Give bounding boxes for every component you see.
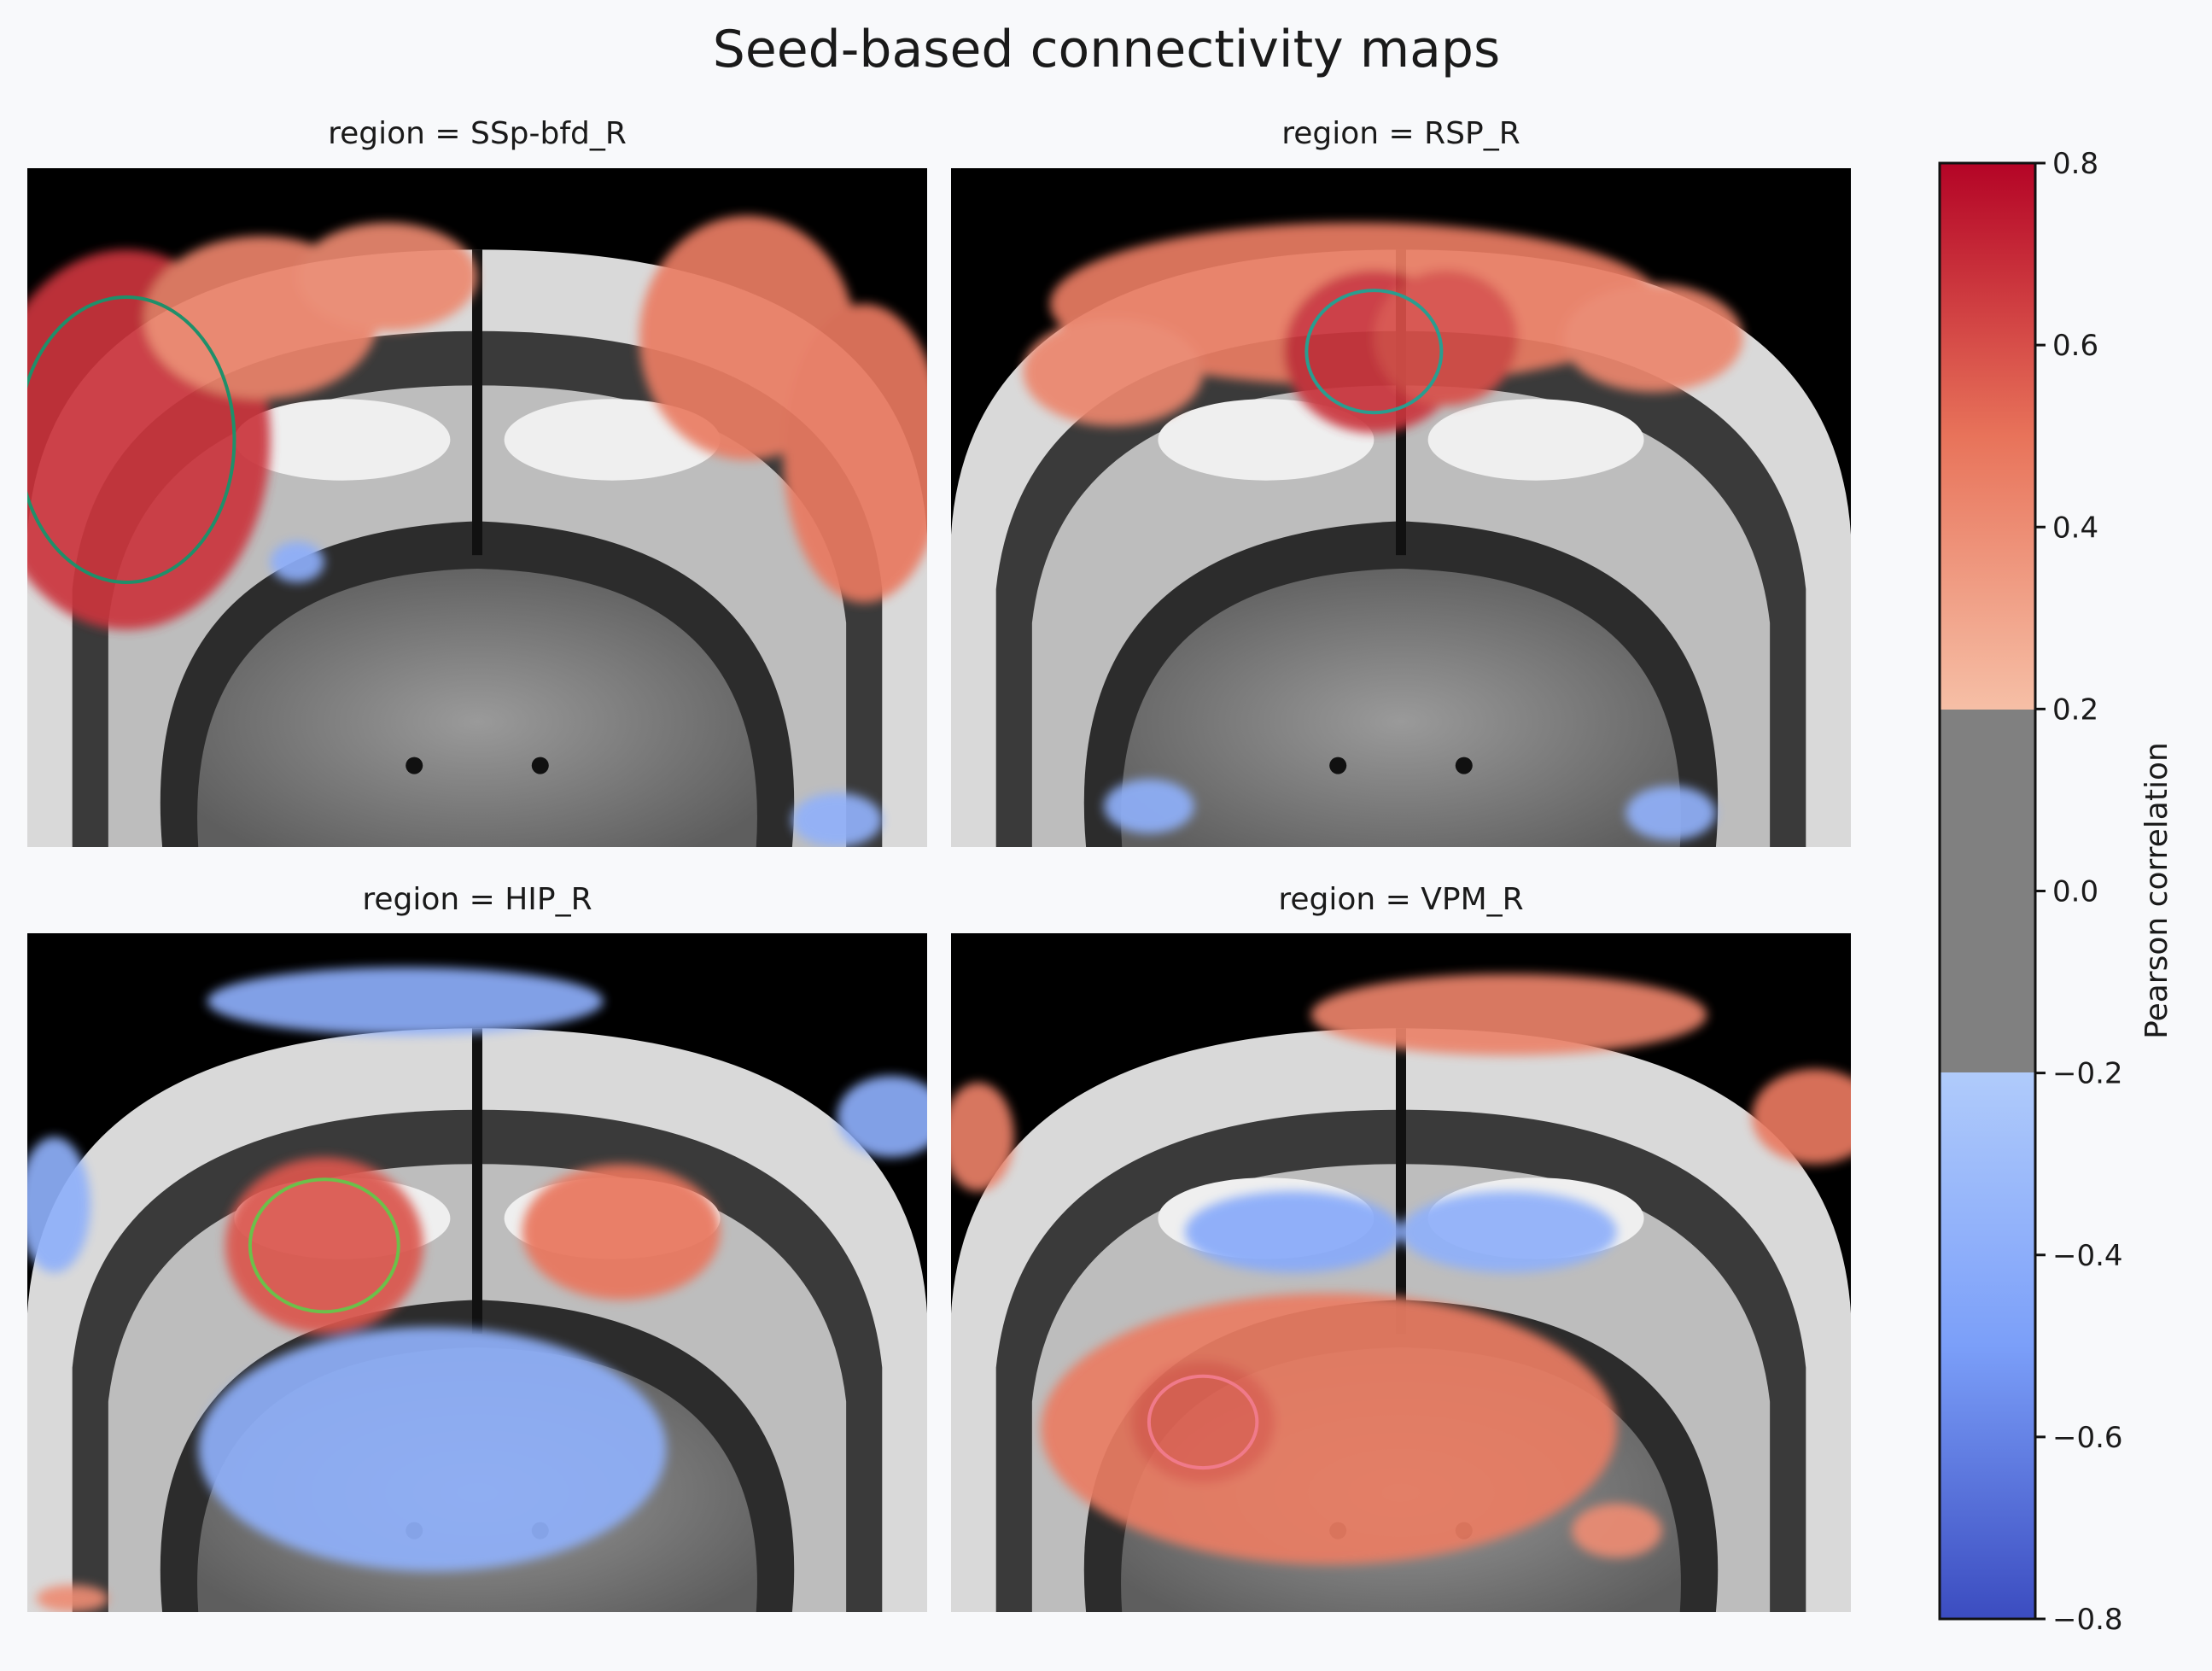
hippocampus-right [504,399,721,481]
thalamus [1121,569,1681,847]
correlation-blob [522,1164,721,1300]
correlation-blob [1104,779,1194,834]
panel-title: region = HIP_R [362,882,592,917]
vessel-right [1455,757,1473,774]
colorbar-tick-label: −0.4 [2052,1239,2123,1273]
correlation-map [27,967,927,1612]
seed-outline [27,295,236,584]
correlation-blob [1041,1293,1617,1565]
correlation-blob [1625,786,1716,841]
colorbar: 0.8 0.6 0.4 0.2 0.0 −0.2 −0.4 −0.6 −0.8 Pearson … [1938,147,2174,1637]
correlation-blob [1130,1360,1275,1483]
correlation-blob [27,1136,90,1273]
vessel-right [531,757,549,774]
seed-outline [1304,289,1444,415]
brain-slice [27,168,927,847]
correlation-blob [198,1327,667,1572]
panel-ssp: region = SSp-bfd_R [27,116,927,847]
correlation-map [1023,222,1743,841]
panel-title: region = RSP_R [1281,116,1520,151]
correlation-blob [1401,1191,1617,1273]
panel-vpm: region = VPM_R [951,882,1851,1612]
colorbar-tick-label: 0.4 [2052,511,2098,545]
seed-outline [1147,1374,1259,1470]
colorbar-tick-label: 0.8 [2052,147,2098,181]
correlation-blob [225,1157,423,1335]
panel-title: region = SSp-bfd_R [328,116,627,151]
colorbar-tick-label: −0.2 [2052,1057,2123,1091]
colorbar-threshold [1940,710,2035,1072]
figure-title: Seed-based connectivity maps [713,20,1501,79]
colorbar-tick-label: 0.2 [2052,692,2098,727]
midline [472,249,482,556]
colorbar-hot [1940,163,2035,710]
colorbar-cold [1940,1072,2035,1619]
correlation-blob [1562,283,1743,393]
hippocampus-left [1158,399,1374,481]
correlation-blob [1023,317,1204,427]
vessel-left [1329,757,1347,774]
colorbar-tick-label: −0.8 [2052,1603,2123,1637]
colorbar-label: Pearson correlation [2139,742,2174,1039]
vessel-left [406,757,423,774]
panel-title: region = VPM_R [1278,882,1523,917]
panel-hip: region = HIP_R [27,882,927,1612]
hippocampus-left [234,399,451,481]
brain-slice [951,168,1851,847]
thalamus [197,569,757,847]
brain-slice [27,933,927,1612]
correlation-blob [1310,973,1707,1056]
brain-slice [951,933,1851,1612]
panel-rsp: region = RSP_R [951,116,1851,847]
midline [1396,1028,1406,1335]
correlation-blob [837,1075,927,1158]
correlation-blob [1374,270,1519,406]
correlation-blob [791,792,883,847]
correlation-blob [207,967,604,1036]
seed-outline [248,1177,400,1314]
correlation-blob [270,541,324,582]
colorbar-tick-label: −0.6 [2052,1421,2123,1455]
correlation-map [27,215,927,847]
correlation-map [951,973,1851,1565]
colorbar-ticks: 0.8 0.6 0.4 0.2 0.0 −0.2 −0.4 −0.6 −0.8 [2035,147,2123,1637]
correlation-blob [783,304,927,603]
correlation-blob [1752,1069,1851,1165]
correlation-blob [297,222,477,331]
midline [472,1028,482,1335]
correlation-blob [951,1082,1014,1192]
hippocampus-right [1427,399,1644,481]
correlation-blob [36,1585,108,1612]
colorbar-tick-label: 0.6 [2052,329,2098,363]
correlation-blob [1185,1191,1401,1273]
correlation-blob [1572,1503,1662,1558]
colorbar-tick-label: 0.0 [2052,875,2098,909]
